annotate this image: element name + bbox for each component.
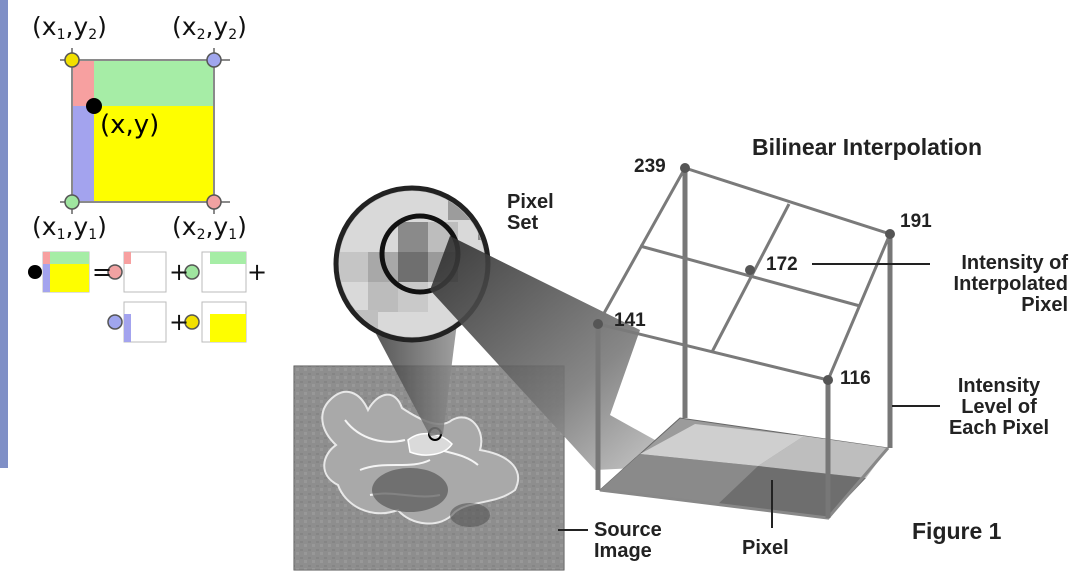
value-141: 141	[614, 310, 646, 331]
area-green	[94, 60, 214, 106]
sidebar-strip	[0, 0, 8, 468]
figure-caption: Figure 1	[912, 518, 1002, 544]
magnifier-lens	[333, 185, 491, 343]
formula-row-1	[28, 251, 247, 293]
formula-row-2	[107, 301, 247, 343]
value-116: 116	[840, 368, 871, 389]
equals-sign: =	[92, 258, 113, 286]
point-label: (x,y)	[100, 110, 160, 140]
area-red	[72, 60, 94, 106]
plus-sign-2: +	[247, 258, 268, 286]
label-intensity-level: Intensity Level of Each Pixel	[948, 375, 1050, 439]
corner-q12-dot	[64, 52, 80, 68]
label-pixel-set: Pixel Set	[507, 191, 554, 234]
coord-top-left: (x1,y2)	[32, 12, 107, 43]
value-191: 191	[900, 211, 932, 232]
interpolation-square	[60, 48, 230, 214]
plus-sign-3: +	[169, 308, 190, 336]
label-source-image: Source Image	[594, 519, 662, 562]
coord-top-right: (x2,y2)	[172, 12, 247, 43]
figure-title: Bilinear Interpolation	[752, 134, 983, 160]
projection-beam	[430, 236, 700, 470]
corner-q11-dot	[64, 194, 80, 210]
plus-sign-1: +	[169, 258, 190, 286]
coord-bottom-right: (x2,y1)	[172, 212, 247, 243]
corner-q21-dot	[206, 194, 222, 210]
coord-bottom-left: (x1,y1)	[32, 212, 107, 243]
value-172: 172	[766, 254, 798, 275]
interpolated-point-dot	[86, 98, 102, 114]
source-image	[293, 365, 565, 571]
corner-q22-dot	[206, 52, 222, 68]
value-239: 239	[634, 156, 666, 177]
pixel-grid	[558, 163, 940, 531]
area-blue	[72, 106, 94, 202]
label-intensity-interpolated: Intensity of Interpolated Pixel	[953, 252, 1068, 316]
area-yellow	[94, 106, 214, 202]
label-pixel: Pixel	[742, 537, 789, 559]
